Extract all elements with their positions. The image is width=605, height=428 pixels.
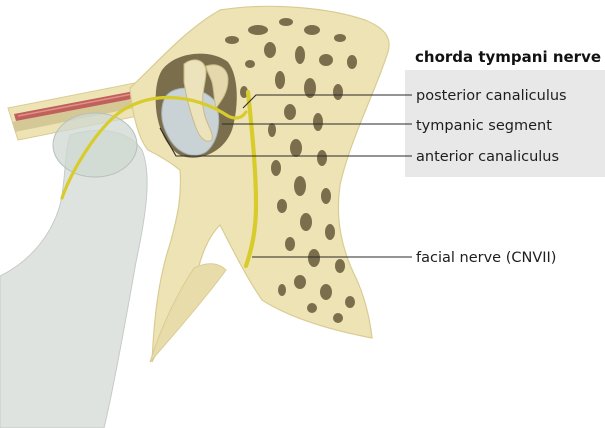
label-chorda-tympani-heading: chorda tympani nerve — [415, 48, 601, 66]
leader-anterior — [159, 127, 412, 157]
label-anterior-canaliculus: anterior canaliculus — [416, 149, 559, 165]
ear-canal-lumen — [12, 94, 153, 132]
label-tympanic-segment: tympanic segment — [416, 118, 552, 134]
chorda-tympani-nerve — [60, 95, 248, 200]
mandible-ramus — [0, 129, 148, 428]
label-facial-nerve: facial nerve (CNVII) — [416, 250, 556, 266]
mastoid-air-cells — [225, 18, 357, 323]
label-box — [405, 70, 605, 177]
styloid-process — [149, 263, 227, 363]
artery-highlight — [17, 90, 149, 117]
label-posterior-canaliculus: posterior canaliculus — [416, 88, 567, 104]
facial-nerve — [243, 89, 259, 269]
joint-disc — [52, 112, 138, 178]
leader-posterior — [242, 94, 412, 109]
